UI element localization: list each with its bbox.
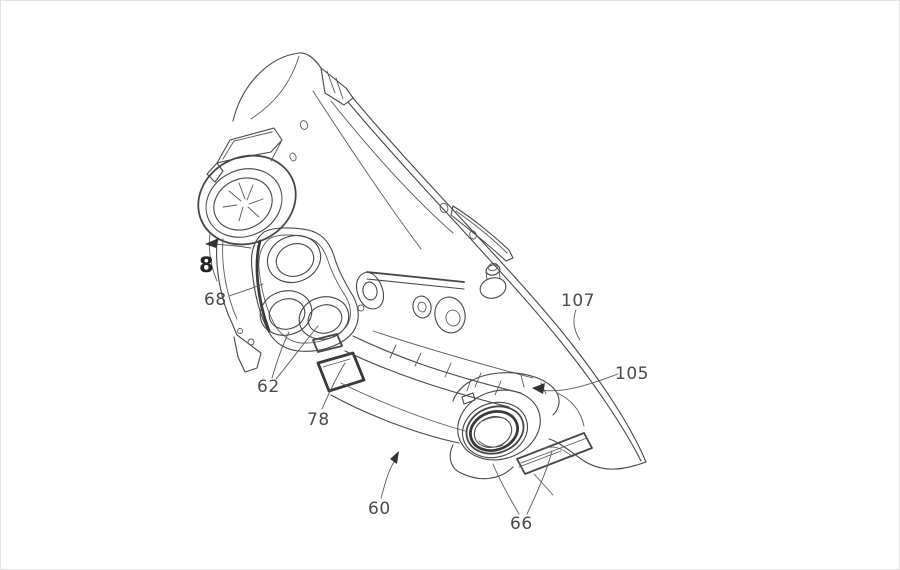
- bushing-rim: [469, 410, 519, 452]
- bracket-hole: [247, 338, 255, 346]
- lower-bushing: [452, 372, 593, 496]
- ref-62: 62: [257, 377, 280, 397]
- panel-hole: [439, 202, 449, 214]
- arrowhead-60-icon: [390, 451, 399, 464]
- plate-hole-top: [266, 234, 322, 284]
- plate-hole-left: [259, 290, 313, 336]
- boss-small: [412, 295, 432, 319]
- ref-78: 78: [307, 410, 330, 430]
- ref-107: 107: [561, 291, 595, 311]
- stud-base: [479, 277, 507, 299]
- slot-large: [316, 351, 366, 393]
- bushing-bore: [473, 416, 513, 448]
- view-number-8: 8: [199, 253, 214, 277]
- view-arrow-icon: [205, 238, 219, 248]
- lug-hole: [362, 281, 378, 301]
- upper-gusset: [232, 52, 647, 463]
- gusset-hole: [289, 152, 297, 162]
- reference-numerals: 8 68 62 78 60 66 107 105: [199, 253, 649, 534]
- stud-cap: [487, 262, 499, 272]
- ref-105: 105: [615, 364, 649, 384]
- plate-hole-right: [298, 296, 350, 340]
- flange-plate: [516, 432, 593, 475]
- bracket-hole: [237, 328, 243, 334]
- boss-large: [434, 296, 466, 334]
- arrowhead-105-icon: [532, 383, 545, 394]
- mid-structure: [355, 262, 507, 334]
- ref-60: 60: [368, 499, 391, 519]
- head-tube: [197, 127, 297, 282]
- slot-small: [312, 333, 343, 353]
- left-wall: [216, 238, 262, 373]
- leader-lines: [205, 238, 619, 515]
- mount-plate: [250, 227, 359, 352]
- ref-68: 68: [204, 290, 227, 310]
- ribbed-web: [330, 330, 534, 444]
- gusset-hole: [299, 120, 309, 130]
- panel-bottom-edge: [449, 438, 647, 480]
- ref-66: 66: [510, 514, 533, 534]
- slots: [312, 333, 366, 393]
